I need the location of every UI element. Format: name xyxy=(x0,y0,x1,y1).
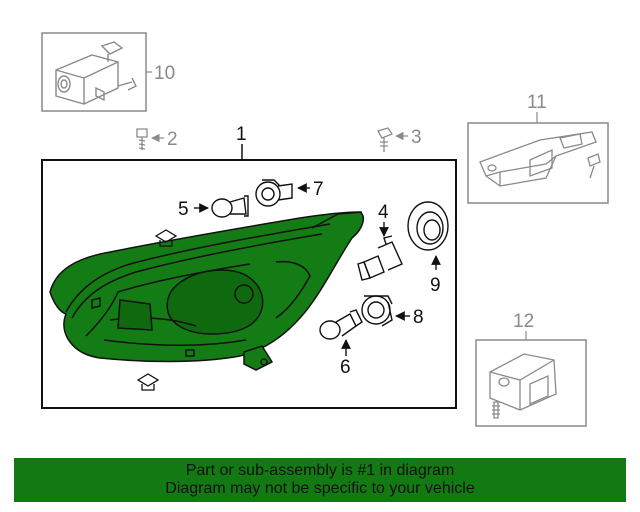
part-6[interactable] xyxy=(319,309,363,356)
part-11-inset[interactable] xyxy=(467,122,609,204)
part-1-assembly[interactable]: 5 7 4 xyxy=(41,144,457,409)
callout-1: 1 xyxy=(236,124,247,145)
wedge-bulb-icon xyxy=(319,309,363,340)
part-9[interactable] xyxy=(407,201,449,270)
callout-7: 7 xyxy=(313,179,324,200)
headlight-assembly-icon xyxy=(49,211,365,371)
part-2[interactable] xyxy=(136,128,164,150)
bolt-icon xyxy=(136,128,148,150)
bulb-icon xyxy=(211,195,249,218)
callout-4: 4 xyxy=(378,202,389,223)
part-3[interactable] xyxy=(377,127,408,152)
part-10-inset[interactable] xyxy=(41,32,152,112)
part-8[interactable] xyxy=(361,295,410,327)
retainer-clip-icon xyxy=(154,229,178,247)
callout-11: 11 xyxy=(527,92,547,113)
clip-icon xyxy=(377,127,393,152)
mounting-bracket-icon xyxy=(479,131,601,187)
callout-8: 8 xyxy=(413,307,424,328)
callout-9: 9 xyxy=(430,275,441,296)
socket-icon xyxy=(255,179,293,207)
callout-5: 5 xyxy=(178,199,189,220)
callout-2: 2 xyxy=(167,129,178,150)
callout-6: 6 xyxy=(340,357,351,378)
halogen-bulb-icon xyxy=(357,235,403,281)
part-12-inset[interactable] xyxy=(475,339,587,427)
part-7[interactable] xyxy=(255,179,310,207)
part-5[interactable] xyxy=(194,195,249,218)
callout-3: 3 xyxy=(411,127,422,148)
callout-10: 10 xyxy=(154,63,175,84)
footer-line-2: Diagram may not be specific to your vehi… xyxy=(165,480,475,497)
turn-socket-icon xyxy=(361,295,393,327)
part-4[interactable] xyxy=(357,222,403,281)
adjuster-bracket-icon xyxy=(55,41,137,105)
dust-cap-icon xyxy=(407,201,449,251)
retainer-clip-bottom-icon xyxy=(136,373,160,391)
footer-banner: Part or sub-assembly is #1 in diagram Di… xyxy=(14,458,626,502)
callout-12: 12 xyxy=(513,311,534,332)
leveling-unit-icon xyxy=(489,353,557,419)
footer-line-1: Part or sub-assembly is #1 in diagram xyxy=(185,462,455,479)
